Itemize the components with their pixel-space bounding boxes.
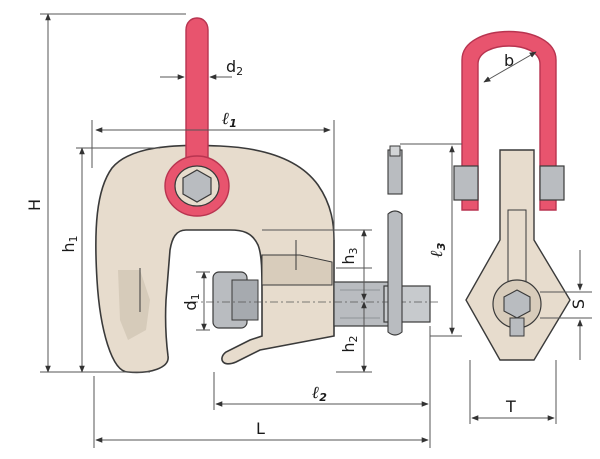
label-h2: h2 <box>339 335 360 352</box>
svg-text:d1: d1 <box>181 293 202 310</box>
dimension-labels: H h1 d2 ℓ1 h3 d1 h2 ℓ3 ℓ2 L b S T <box>25 51 588 438</box>
label-d1: d1 <box>181 293 202 310</box>
clamp-body <box>95 144 335 374</box>
clamp-jaw-shade <box>261 254 333 286</box>
label-l1: ℓ1 <box>222 109 237 130</box>
label-d2: d2 <box>226 57 243 78</box>
svg-text:H: H <box>25 199 44 211</box>
svg-text:h3: h3 <box>339 247 360 264</box>
svg-text:ℓ3: ℓ3 <box>427 242 448 257</box>
label-T: T <box>505 397 516 416</box>
hex-bolt-icon <box>182 169 212 203</box>
handle-pin <box>387 145 403 336</box>
label-S: S <box>569 299 588 309</box>
label-b: b <box>504 51 514 70</box>
svg-text:S: S <box>569 299 588 309</box>
dimension-lines <box>40 13 592 448</box>
lifting-eye-shackle <box>164 17 230 217</box>
label-h1: h1 <box>59 235 80 252</box>
side-view <box>453 30 571 361</box>
clamp-shading <box>118 270 150 340</box>
label-H: H <box>25 199 44 211</box>
svg-text:h1: h1 <box>59 235 80 252</box>
label-h3: h3 <box>339 247 360 264</box>
clamp-frame-outer <box>95 144 335 374</box>
label-l3: ℓ3 <box>427 242 448 257</box>
label-L: L <box>256 419 265 438</box>
label-l2: ℓ2 <box>312 383 327 404</box>
svg-text:h2: h2 <box>339 335 360 352</box>
